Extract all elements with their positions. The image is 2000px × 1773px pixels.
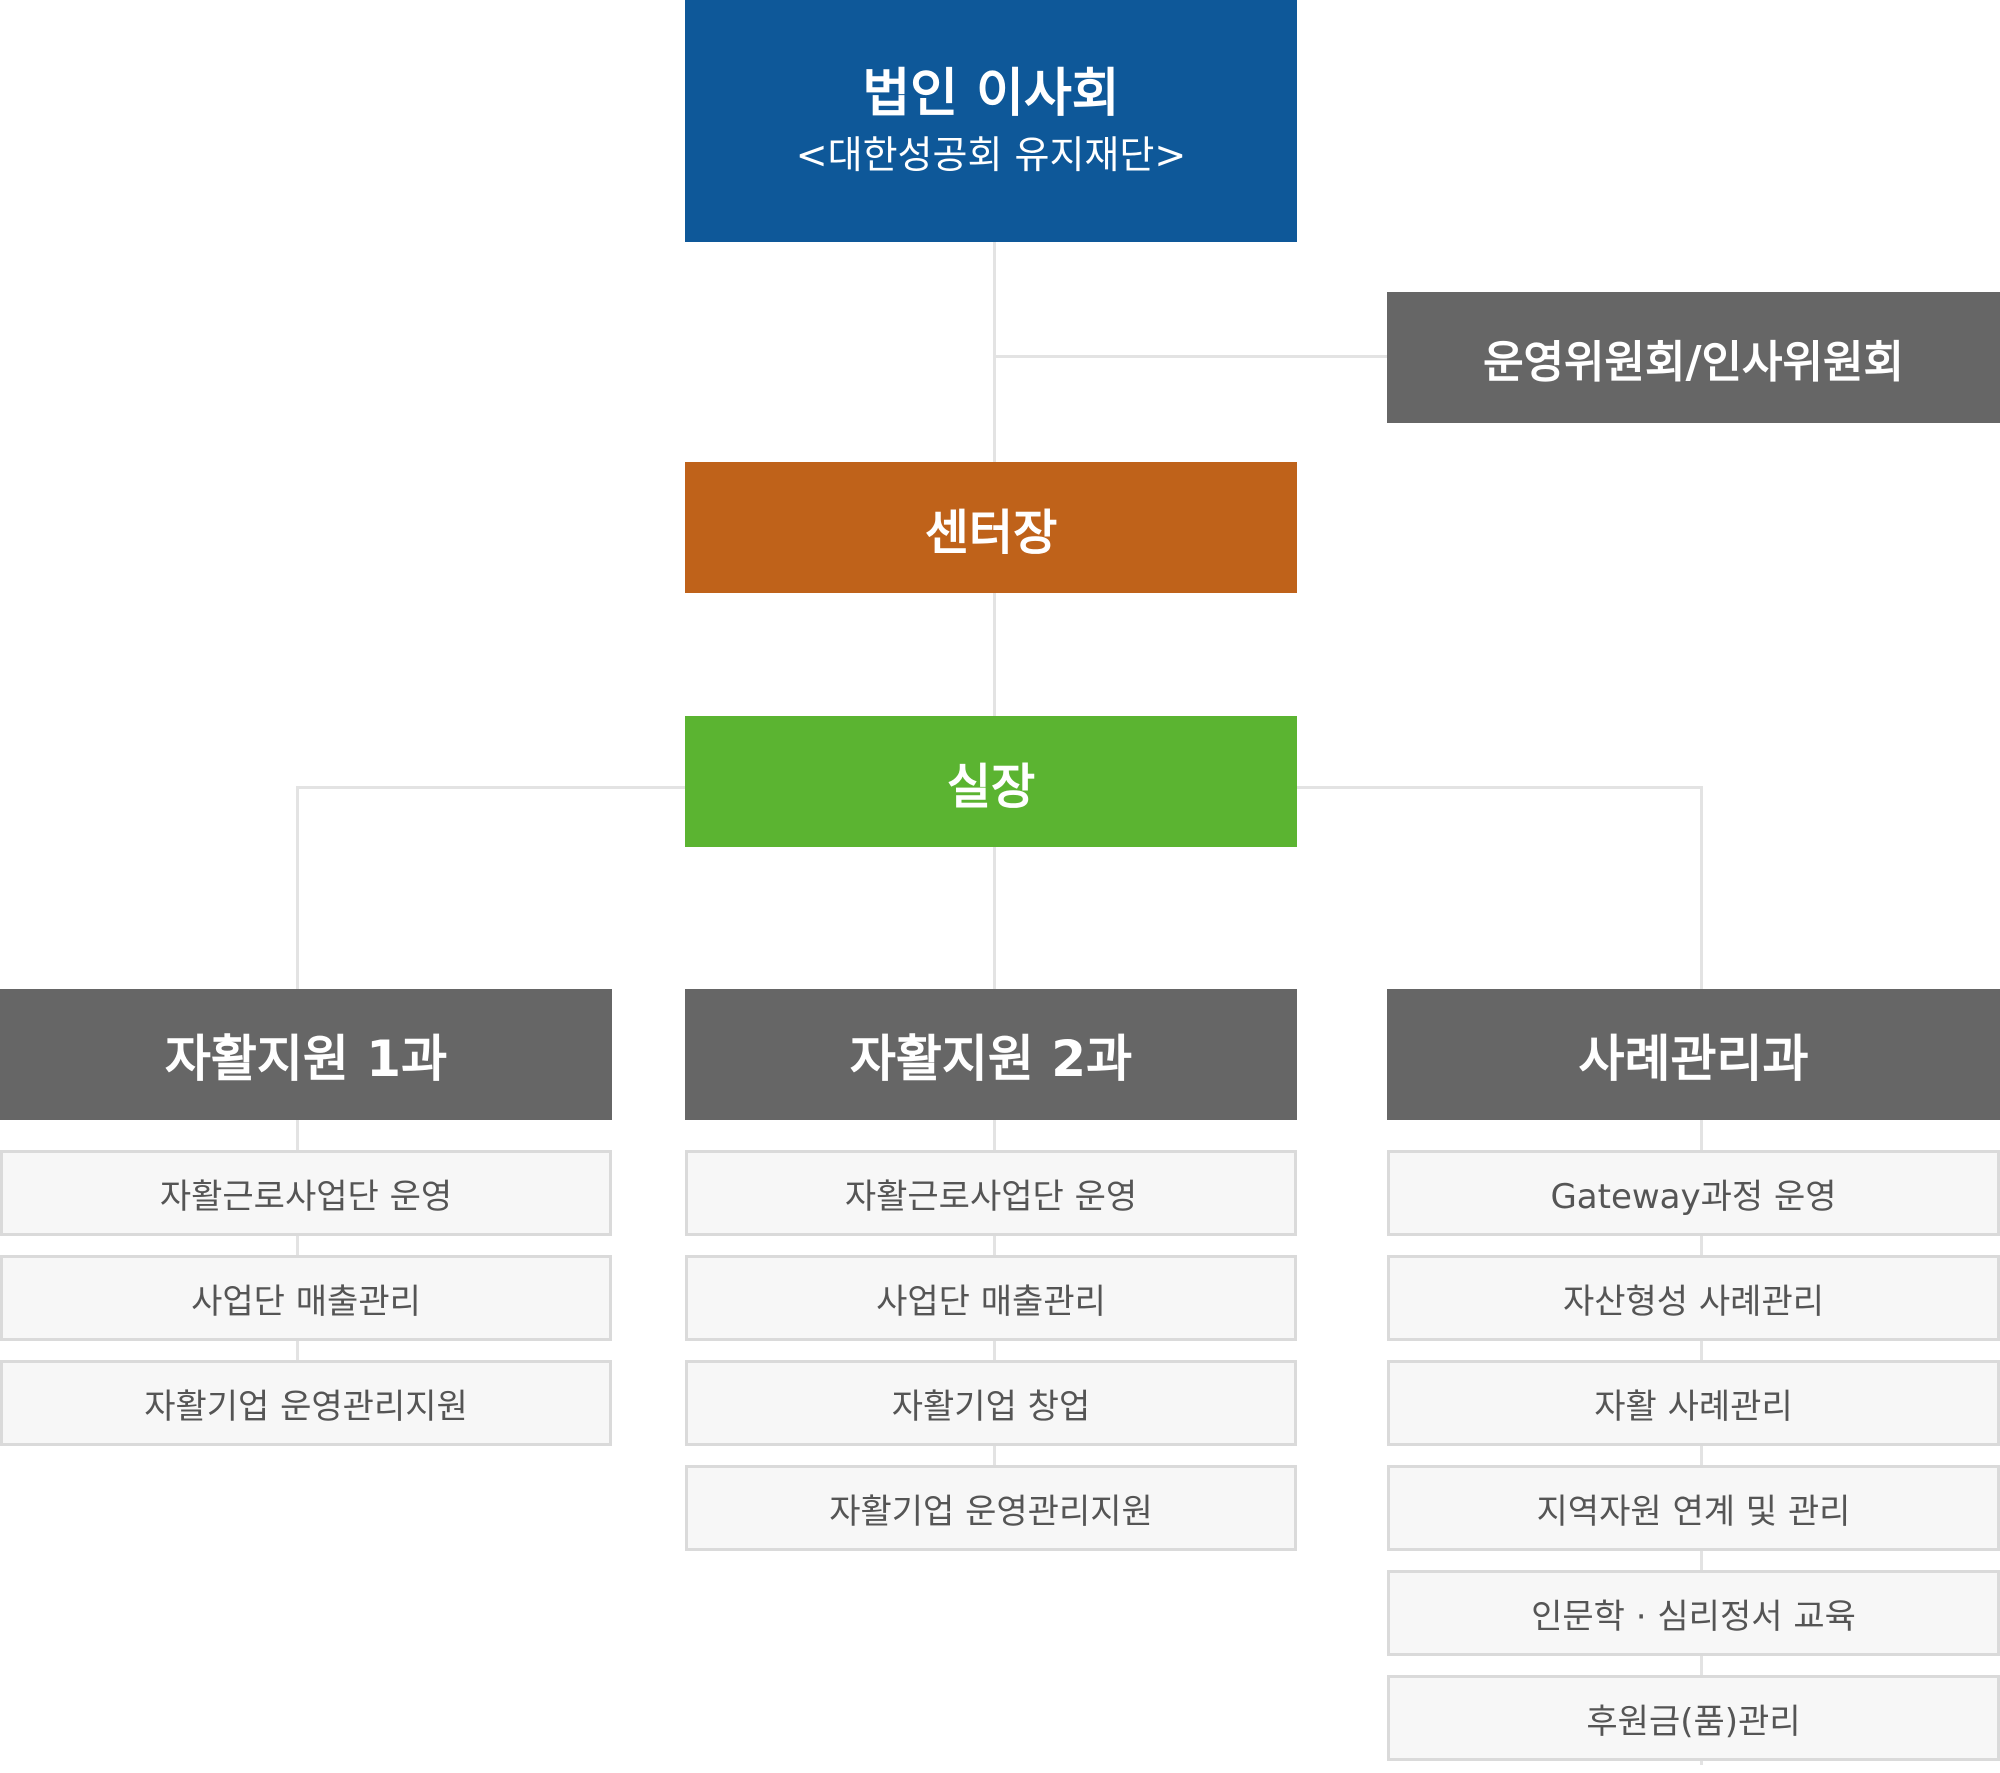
task-item: 자활기업 운영관리지원 [685, 1465, 1297, 1551]
connector-dept3-drop [1700, 786, 1703, 989]
department-box-case-management: 사례관리과 [1387, 989, 2000, 1120]
connector-dept2-drop [993, 847, 996, 989]
director-box: 센터장 [685, 462, 1297, 593]
task-item: 지역자원 연계 및 관리 [1387, 1465, 2000, 1551]
task-item: 자활근로사업단 운영 [0, 1150, 612, 1236]
connector-dept1-drop [296, 786, 299, 989]
task-item: 사업단 매출관리 [685, 1255, 1297, 1341]
board-title: 법인 이사회 [862, 63, 1120, 124]
task-item: 자활기업 창업 [685, 1360, 1297, 1446]
task-item: 후원금(품)관리 [1387, 1675, 2000, 1761]
department-box-rehab-2: 자활지원 2과 [685, 989, 1297, 1120]
task-item: 자산형성 사례관리 [1387, 1255, 2000, 1341]
task-item: 자활근로사업단 운영 [685, 1150, 1297, 1236]
department-box-rehab-1: 자활지원 1과 [0, 989, 612, 1120]
chief-box: 실장 [685, 716, 1297, 847]
task-item: Gateway과정 운영 [1387, 1150, 2000, 1236]
connector-to-committee [993, 355, 1387, 358]
task-item: 사업단 매출관리 [0, 1255, 612, 1341]
board-box: 법인 이사회 <대한성공회 유지재단> [685, 0, 1297, 242]
task-item: 자활 사례관리 [1387, 1360, 2000, 1446]
board-subtitle: <대한성공회 유지재단> [795, 132, 1187, 177]
committee-box: 운영위원회/인사위원회 [1387, 292, 2000, 423]
task-item: 인문학 · 심리정서 교육 [1387, 1570, 2000, 1656]
task-item: 자활기업 운영관리지원 [0, 1360, 612, 1446]
